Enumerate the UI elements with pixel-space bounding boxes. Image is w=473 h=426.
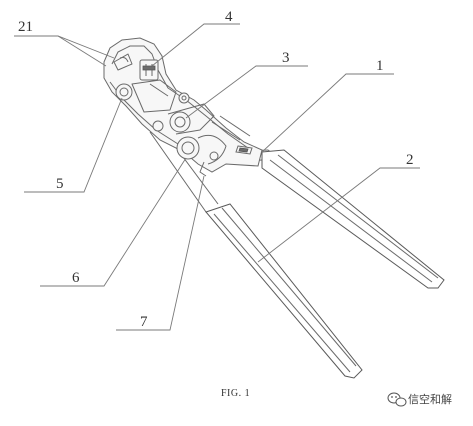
label-6: 6 <box>72 270 80 286</box>
figure-caption: FIG. 1 <box>221 388 250 399</box>
label-21: 21 <box>18 19 33 35</box>
watermark-text: 信空和解 <box>408 392 452 406</box>
pivot-3 <box>169 111 191 133</box>
label-4: 4 <box>225 9 233 25</box>
label-3: 3 <box>282 50 290 66</box>
bolt-5 <box>115 83 133 101</box>
tool-head <box>103 37 263 177</box>
wechat-icon <box>387 392 407 407</box>
label-7: 7 <box>140 314 148 330</box>
label-1: 1 <box>376 58 384 74</box>
lower-handle-grip <box>205 203 363 379</box>
watermark: 信空和解 <box>387 392 452 407</box>
upper-handle-grip <box>261 149 445 289</box>
leader-lines <box>14 23 420 331</box>
upper-handle <box>225 149 445 289</box>
label-5: 5 <box>56 176 64 192</box>
ratchet-6 <box>176 136 200 160</box>
label-2: 2 <box>406 152 414 168</box>
reference-labels: 21 4 3 1 2 5 6 7 <box>18 9 414 330</box>
